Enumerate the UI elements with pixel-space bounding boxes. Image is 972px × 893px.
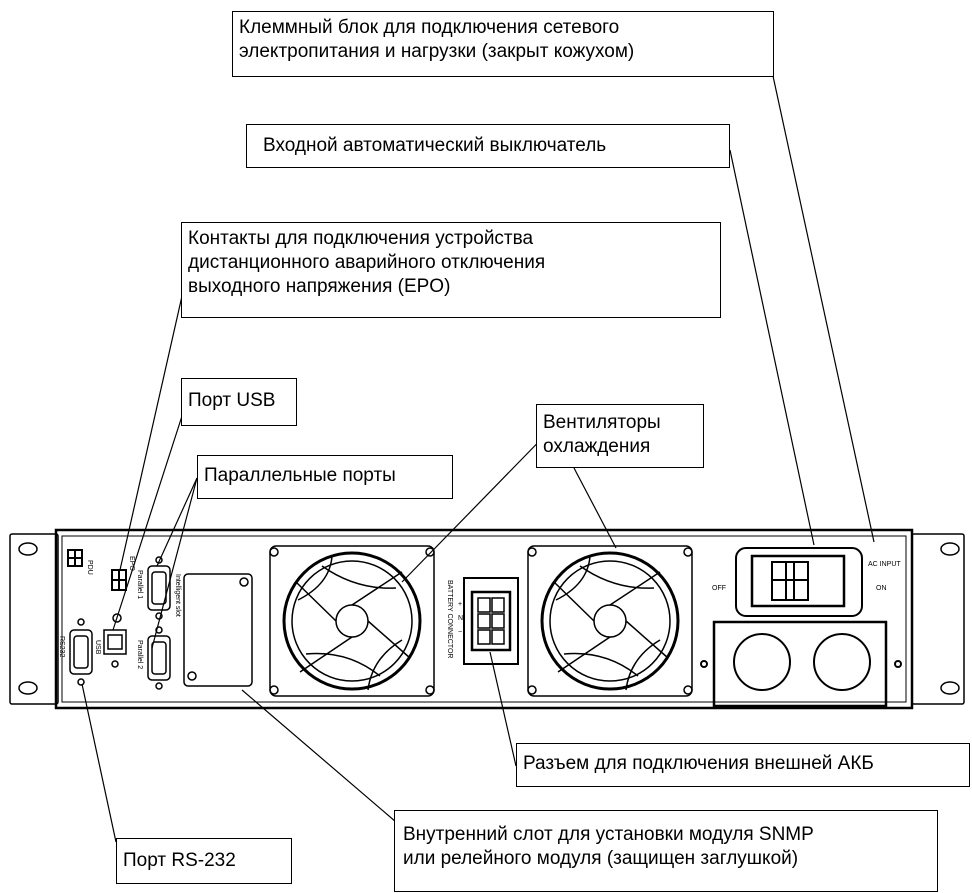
callout-cooling-fans: Вентиляторы охлаждения bbox=[536, 404, 704, 468]
on-label: ON bbox=[876, 585, 887, 592]
parallel-port-1 bbox=[147, 556, 171, 620]
epo-connector bbox=[111, 569, 127, 591]
callout-cooling-fans-line-1: Вентиляторы bbox=[543, 412, 661, 433]
polarity-minus: − bbox=[458, 629, 462, 636]
input-breaker bbox=[735, 547, 863, 617]
battery-connector-label: BATTERY CONNECTOR bbox=[446, 580, 453, 658]
callout-epo-contacts: Контакты для подключения устройства дист… bbox=[181, 222, 721, 318]
chassis bbox=[54, 528, 914, 710]
callout-epo-contacts-line-2: дистанционного аварийного отключения bbox=[188, 252, 546, 273]
callout-epo-contacts-line-3: выходного напряжения (EPO) bbox=[188, 276, 451, 297]
terminal-block-cover bbox=[700, 620, 902, 708]
ac-input-label: AC INPUT bbox=[868, 561, 901, 568]
callout-rs232-port-line-1: Порт RS-232 bbox=[123, 850, 236, 871]
callout-battery-connector: Разъем для подключения внешней АКБ bbox=[516, 743, 970, 787]
right-rack-ear bbox=[911, 533, 965, 705]
callout-cooling-fans-line-2: охлаждения bbox=[543, 436, 651, 457]
callout-rs232-port: Порт RS-232 bbox=[116, 838, 292, 884]
battery-connector bbox=[463, 577, 519, 665]
off-label: OFF bbox=[712, 585, 726, 592]
callout-usb-port: Порт USB bbox=[181, 378, 297, 426]
pdu-label: PDU bbox=[86, 560, 93, 575]
callout-parallel-ports: Параллельные порты bbox=[197, 455, 453, 499]
parallel1-label: Parallel 1 bbox=[136, 570, 143, 599]
leader-lines bbox=[81, 75, 875, 843]
callout-snmp-slot-line-1: Внутренний слот для установки модуля SNM… bbox=[403, 824, 814, 845]
callout-input-breaker-line-1: Входной автоматический выключатель bbox=[263, 135, 607, 156]
rs232-label: RS232 bbox=[58, 636, 65, 658]
cooling-fan-2 bbox=[527, 545, 693, 697]
pdu-connector bbox=[67, 549, 83, 567]
callout-input-breaker: Входной автоматический выключатель bbox=[246, 124, 730, 168]
parallel-port-2 bbox=[147, 626, 171, 690]
epo-label: EPO bbox=[128, 556, 135, 571]
callout-terminal-block-line-1: Клеммный блок для подключения сетевого bbox=[239, 17, 620, 38]
polarity-n: N bbox=[458, 615, 463, 622]
callout-parallel-ports-line-1: Параллельные порты bbox=[204, 465, 396, 486]
usb-connector bbox=[103, 613, 127, 668]
parallel2-label: Parallel 2 bbox=[136, 640, 143, 669]
usb-label: USB bbox=[94, 640, 101, 655]
polarity-plus: + bbox=[458, 601, 462, 608]
callout-battery-connector-line-1: Разъем для подключения внешней АКБ bbox=[523, 753, 874, 774]
intelligent-slot-label: Intelligent slot bbox=[174, 574, 181, 617]
callout-terminal-block-line-2: электропитания и нагрузки (закрыт кожухо… bbox=[239, 41, 635, 62]
callout-usb-port-line-1: Порт USB bbox=[188, 390, 276, 411]
cooling-fan-1 bbox=[269, 545, 435, 697]
callout-snmp-slot-line-2: или релейного модуля (защищен заглушкой) bbox=[403, 848, 799, 869]
rs232-connector bbox=[69, 618, 93, 686]
callout-epo-contacts-line-1: Контакты для подключения устройства bbox=[188, 228, 534, 249]
intelligent-slot-cover bbox=[183, 573, 253, 687]
callout-snmp-slot: Внутренний слот для установки модуля SNM… bbox=[394, 810, 938, 892]
left-rack-ear bbox=[9, 533, 59, 705]
callout-terminal-block: Клеммный блок для подключения сетевого э… bbox=[232, 11, 774, 77]
